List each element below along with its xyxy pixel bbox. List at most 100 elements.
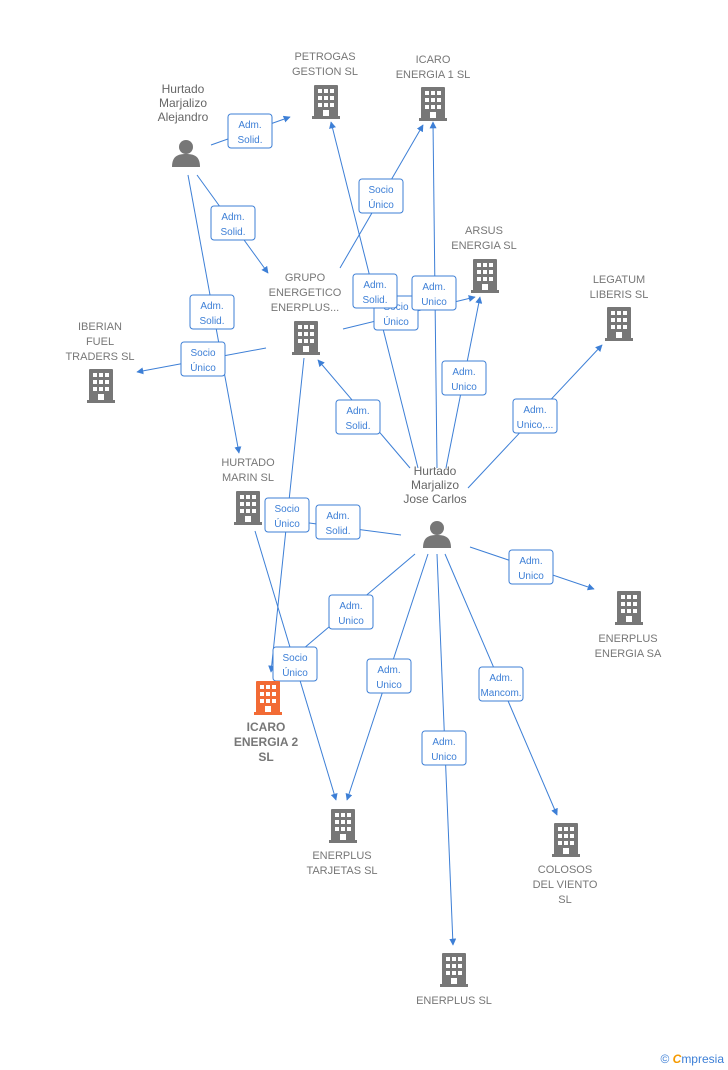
building-icon bbox=[605, 307, 633, 341]
edge-label-text: Único bbox=[383, 315, 409, 328]
edge-label-text: Socio bbox=[274, 504, 299, 515]
node-label-line: GRUPO bbox=[285, 272, 326, 284]
edge-label-josecarlos-tarjetas[interactable]: Adm.Unico bbox=[366, 658, 412, 694]
edge-label-text: Adm. bbox=[363, 280, 386, 291]
edge-label-alejandro-grupo[interactable]: Adm. Solid. bbox=[210, 205, 256, 241]
node-label-line: Marjalizo bbox=[159, 96, 207, 110]
edge-label-box bbox=[272, 646, 318, 682]
edge-label-text: Adm. bbox=[221, 212, 244, 223]
node-enerplus_sa[interactable] bbox=[615, 591, 643, 625]
edge-label-text: Unico bbox=[431, 752, 457, 763]
edge-label-box bbox=[358, 178, 404, 214]
node-arsus[interactable] bbox=[471, 259, 499, 293]
edge-label-josecarlos-arsus[interactable]: Adm.Unico bbox=[441, 360, 487, 396]
edge-label-text: Adm. bbox=[432, 737, 455, 748]
edge-label-text: Adm. bbox=[339, 601, 362, 612]
edge-label-josecarlos-enerplus_sa[interactable]: Adm. Unico bbox=[508, 549, 554, 585]
building-icon bbox=[552, 823, 580, 857]
brand-name: mpresia bbox=[681, 1052, 724, 1066]
edge-label-josecarlos-legatum[interactable]: Adm.Unico,... bbox=[512, 398, 558, 434]
node-label-line: Hurtado bbox=[414, 464, 457, 478]
edge-label-box bbox=[366, 658, 412, 694]
edge-label-josecarlos-icaro1[interactable]: Adm.Unico bbox=[411, 275, 457, 311]
node-label-line: ENERGIA SL bbox=[451, 240, 516, 252]
node-label-line: FUEL bbox=[86, 336, 114, 348]
node-josecarlos[interactable] bbox=[423, 521, 451, 548]
edge-label-text: Adm. bbox=[346, 406, 369, 417]
node-hmarin[interactable] bbox=[234, 491, 262, 525]
node-label-line: TARJETAS SL bbox=[306, 865, 377, 877]
node-label-line: MARIN SL bbox=[222, 472, 274, 484]
edge-label-text: Adm. bbox=[523, 405, 546, 416]
building-icon bbox=[471, 259, 499, 293]
node-label-line: ENERPLUS SL bbox=[416, 995, 492, 1007]
node-label-line: Jose Carlos bbox=[403, 492, 466, 506]
node-label-line: LIBERIS SL bbox=[590, 289, 649, 301]
edge-label-josecarlos-hmarin[interactable]: Adm.Solid. bbox=[315, 504, 361, 540]
node-alejandro[interactable] bbox=[172, 140, 200, 167]
edge-label-box bbox=[189, 294, 235, 330]
node-legatum[interactable] bbox=[605, 307, 633, 341]
edge-label-josecarlos-icaro2[interactable]: Adm. Unico bbox=[328, 594, 374, 630]
edge-label-text: Solid. bbox=[237, 135, 262, 146]
brand-initial: C bbox=[672, 1052, 682, 1066]
edge-label-alejandro-hmarin[interactable]: Adm.Solid. bbox=[189, 294, 235, 330]
edge-label-box bbox=[421, 730, 467, 766]
node-label-line: ENERPLUS... bbox=[271, 302, 339, 314]
node-icaro1[interactable] bbox=[419, 87, 447, 121]
edge-label-text: Adm. bbox=[519, 556, 542, 567]
node-grupo[interactable] bbox=[292, 321, 320, 355]
node-label-grupo: GRUPOENERGETICOENERPLUS... bbox=[269, 272, 342, 314]
edge-label-text: Adm. bbox=[489, 673, 512, 684]
node-enerplus_sl[interactable] bbox=[440, 953, 468, 987]
edge-label-text: Adm. bbox=[238, 120, 261, 131]
node-label-line: Marjalizo bbox=[411, 478, 459, 492]
node-colosos[interactable] bbox=[552, 823, 580, 857]
edge-label-box bbox=[441, 360, 487, 396]
edge-label-josecarlos-enerplus_sl[interactable]: Adm. Unico bbox=[421, 730, 467, 766]
node-label-line: HURTADO bbox=[221, 457, 275, 469]
edge-label-text: Adm. bbox=[200, 301, 223, 312]
building-icon bbox=[419, 87, 447, 121]
edge-label-text: Solid. bbox=[362, 295, 387, 306]
edge-label-box bbox=[508, 549, 554, 585]
building-icon bbox=[615, 591, 643, 625]
edge-label-josecarlos-petrogas[interactable]: Adm. Solid. bbox=[352, 273, 398, 309]
edge-label-text: Solid. bbox=[220, 227, 245, 238]
node-petrogas[interactable] bbox=[312, 85, 340, 119]
edge-label-box bbox=[352, 273, 398, 309]
node-tarjetas[interactable] bbox=[329, 809, 357, 843]
edge-label-text: Único bbox=[190, 361, 216, 374]
edge-label-box bbox=[335, 399, 381, 435]
edge-label-josecarlos-grupo[interactable]: Adm.Solid. bbox=[335, 399, 381, 435]
edge-label-box bbox=[328, 594, 374, 630]
building-icon bbox=[329, 809, 357, 843]
edge-label-text: Unico bbox=[518, 571, 544, 582]
copyright-symbol: © bbox=[660, 1052, 670, 1066]
node-iberian[interactable] bbox=[87, 369, 115, 403]
node-icaro2[interactable] bbox=[254, 681, 282, 715]
building-icon bbox=[234, 491, 262, 525]
edge-label-text: Unico bbox=[451, 382, 477, 393]
edge-label-josecarlos-colosos[interactable]: Adm. Mancom. bbox=[478, 666, 524, 702]
node-label-line: PETROGAS bbox=[294, 51, 355, 63]
node-label-line: Alejandro bbox=[158, 110, 209, 124]
edge-label-box bbox=[315, 504, 361, 540]
person-icon bbox=[423, 521, 451, 548]
edge-label-text: Unico bbox=[421, 297, 447, 308]
node-label-line: IBERIAN bbox=[78, 321, 122, 333]
edge-label-alejandro-petrogas[interactable]: Adm. Solid. bbox=[227, 113, 273, 149]
edge-label-text: Unico bbox=[338, 616, 364, 627]
edge-label-text: Mancom. bbox=[480, 688, 521, 699]
